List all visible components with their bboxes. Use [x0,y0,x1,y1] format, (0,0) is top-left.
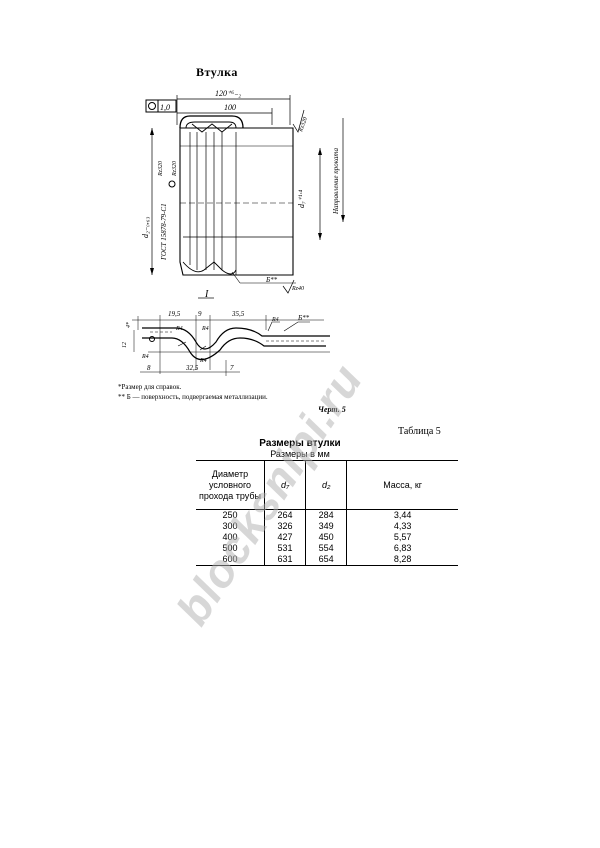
gost-label: ГОСТ 15878-79-С1 [160,203,168,261]
svg-text:R4: R4 [199,357,207,364]
svg-text:4*: 4* [125,322,132,328]
table-subtitle: Размеры в мм [270,449,330,459]
svg-text:9: 9 [198,310,202,318]
header-dn: Диаметр условного прохода трубы [196,460,265,510]
sleeve-outline [179,127,294,276]
rz-top: Rz320 [298,117,309,134]
table-title: Размеры втулки [259,438,341,449]
svg-text:19,5: 19,5 [168,310,181,318]
svg-text:8: 8 [147,364,151,372]
dim-overall-length: 120⁺⁶₋₂ [215,89,241,98]
detail-mark: I [204,289,209,300]
svg-text:7: 7 [230,364,234,372]
dim-d2: d₂₋₀,₆₃ [141,216,150,238]
footnote-2: ** Б — поверхность, подвергаемая металли… [118,393,268,401]
table-label: Таблица 5 [398,426,441,437]
table-row: 500 531 554 6,83 [196,543,458,554]
technical-drawing: 1,0 120⁺⁶₋₂ 100 d₂₋₀,₆₃ ГОСТ 15878-79-С1… [122,89,345,376]
svg-text:12: 12 [122,342,128,348]
roundness-icon-left [168,180,176,188]
header-mass: Масса, кг [346,460,458,510]
tolerance-frame [145,99,177,113]
table-row: 600 631 654 8,28 [196,554,458,566]
roundness-icon [148,102,156,110]
svg-text:R4: R4 [175,325,183,332]
dimensions-table: Диаметр условного прохода трубы d₇ d₂ Ма… [196,460,458,566]
svg-text:Rz320: Rz320 [172,161,178,177]
svg-text:35,5: 35,5 [231,310,245,318]
table-row: 300 326 349 4,33 [196,521,458,532]
dim-length-100: 100 [224,103,236,112]
table-row: 400 427 450 5,57 [196,532,458,543]
rz-left: Rz320 [158,161,164,177]
tolerance-value: 1,0 [160,103,170,112]
svg-text:R4: R4 [201,325,209,332]
rolling-direction: Направление проката [332,148,340,215]
footnote-1: *Размер для справок. [118,383,182,391]
svg-text:32,5: 32,5 [185,364,199,372]
dim-d7: d₇⁺¹·⁴ [297,190,306,208]
detail-view [132,315,330,376]
table-row: 250 264 284 3,44 [196,509,458,521]
svg-text:Б**: Б** [297,314,310,322]
header-d2: d₂ [305,460,347,510]
table-header-row: Диаметр условного прохода трубы d₇ d₂ Ма… [196,460,458,510]
drawing-title: Втулка [196,65,238,79]
surface-b-label: Б** [265,276,278,284]
rz-bottom: Rz40 [291,285,304,292]
svg-text:R4: R4 [141,353,149,360]
svg-text:R4: R4 [271,316,279,323]
header-d7: d₇ [263,460,306,510]
drawing-caption: Черт. 5 [318,405,346,414]
